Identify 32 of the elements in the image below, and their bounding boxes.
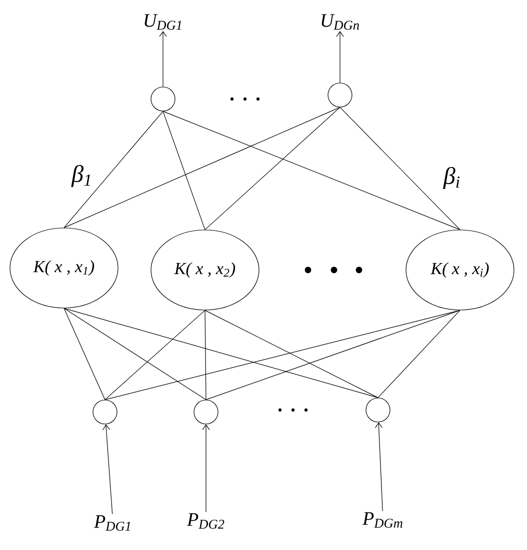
connection-line bbox=[64, 111, 164, 228]
connection-line bbox=[206, 310, 460, 400]
neuron-circle bbox=[194, 400, 218, 424]
connection-line bbox=[204, 310, 378, 398]
neuron-circle bbox=[150, 86, 176, 112]
neuron-circle bbox=[366, 398, 390, 422]
connection-line bbox=[104, 310, 206, 400]
variable-label: U$_{DGn}$ bbox=[322, 14, 359, 30]
variable-label: P$_{DG1}$ bbox=[94, 515, 130, 531]
connection-line bbox=[104, 310, 460, 400]
variable-label: P$_{DG2}$ bbox=[186, 513, 224, 529]
variable-label: U$_{DG1}$ bbox=[144, 14, 182, 30]
connection-line bbox=[204, 310, 206, 400]
connection-line bbox=[202, 424, 210, 512]
connection-line bbox=[340, 107, 460, 230]
neuron-circle bbox=[92, 400, 118, 424]
weight-label: β$_{i}$ bbox=[443, 167, 460, 189]
connection-line bbox=[64, 107, 340, 228]
connection-line bbox=[64, 308, 206, 400]
connection-line bbox=[162, 111, 460, 230]
variable-label: P$_{DGm}$ bbox=[362, 512, 402, 528]
weight-label: β$_{1}$ bbox=[71, 165, 90, 187]
neuron-circle bbox=[328, 82, 352, 108]
connection-line bbox=[375, 422, 383, 512]
connection-line bbox=[204, 107, 340, 230]
connection-line bbox=[159, 31, 167, 87]
connection-line bbox=[162, 111, 206, 230]
connection-line bbox=[102, 424, 113, 514]
connection-line bbox=[64, 308, 378, 398]
connection-line bbox=[378, 310, 460, 398]
connection-line bbox=[336, 31, 344, 83]
connection-line bbox=[64, 308, 106, 400]
